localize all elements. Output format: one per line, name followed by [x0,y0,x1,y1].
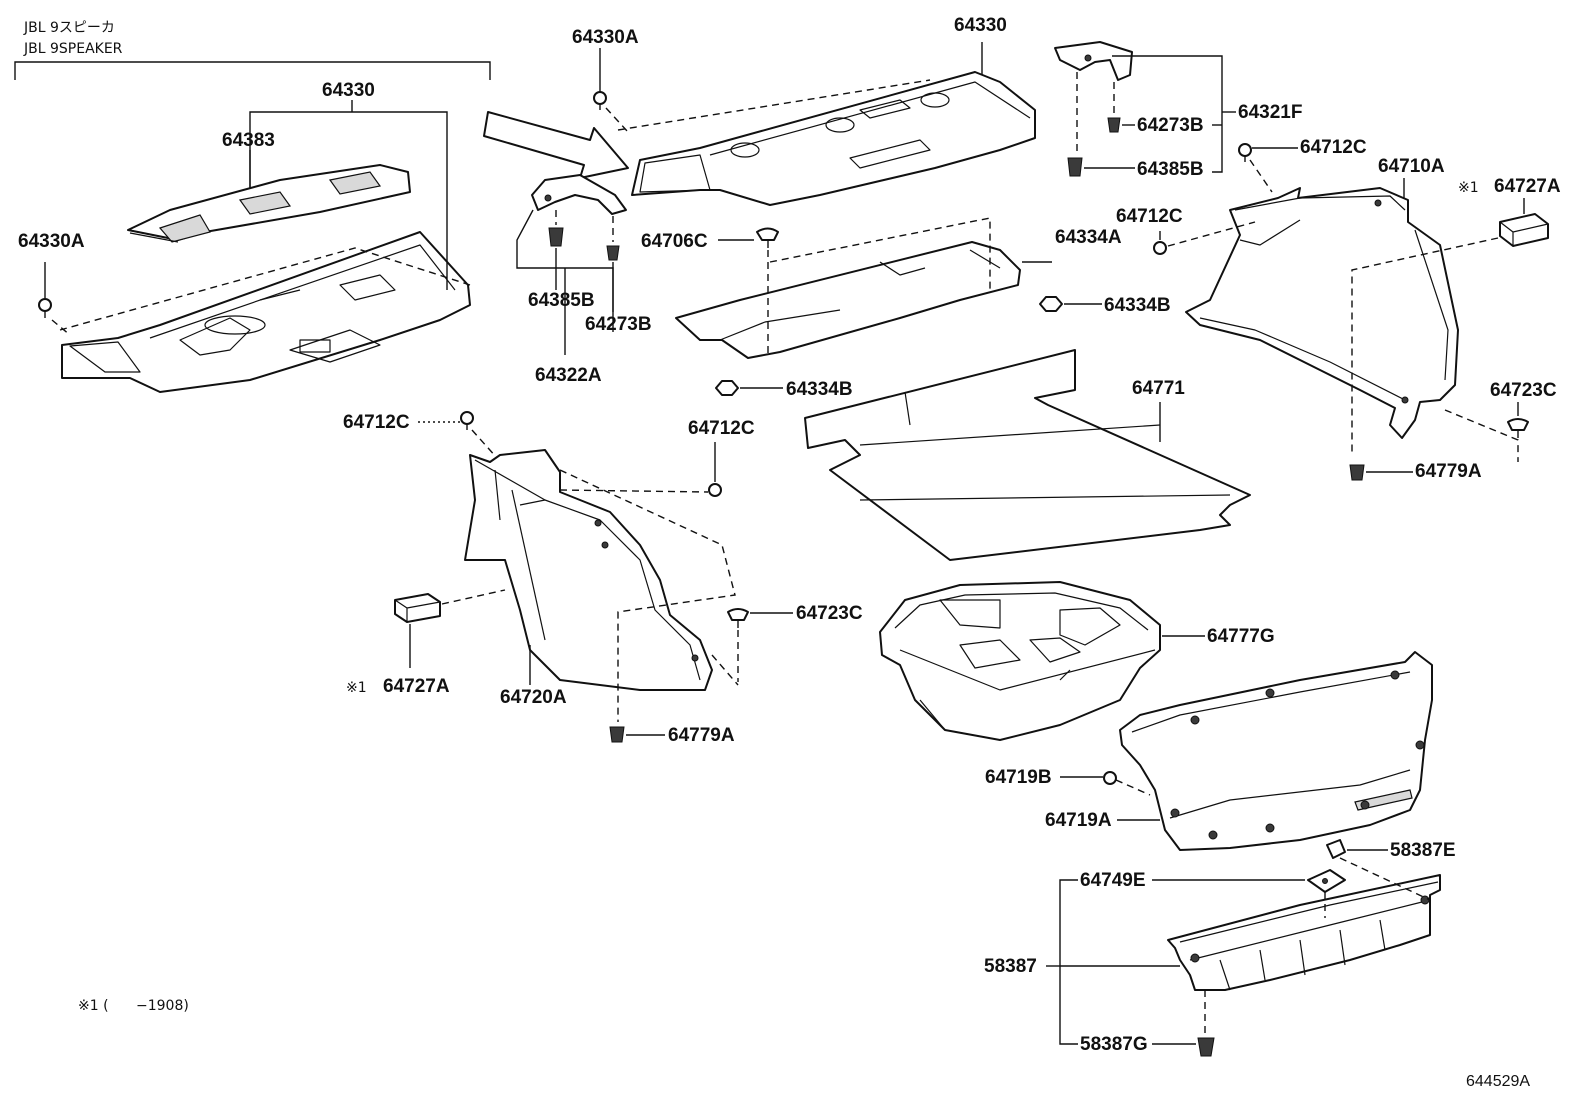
label-58387: 58387 [984,956,1037,977]
label-64385B-top: 64385B [1137,159,1204,180]
spacer-64334B-right-icon [1039,296,1063,312]
sill-plate-58387 [1167,874,1441,991]
clip-dash-top [605,107,629,133]
label-64749E: 64749E [1080,870,1146,891]
label-64273B-mid: 64273B [585,314,652,335]
label-64385B-mid: 64385B [528,290,595,311]
spacer-64334B-left-icon [715,380,739,396]
dash-left-trim [559,469,736,722]
label-64723C-mid: 64723C [796,603,863,624]
label-64330A-left: 64330A [18,231,85,252]
pad-64727A-left-icon [394,593,441,623]
label-64706C: 64706C [641,231,708,252]
dash-deck [769,217,991,290]
package-tray-jbl [61,231,471,393]
tray-dash-top [617,79,931,131]
label-64330-left: 64330 [322,80,375,101]
header-line-jp: JBL 9スピーカ [23,20,115,36]
label-64723C-right: 64723C [1490,380,1557,401]
label-64334A: 64334A [1055,227,1122,248]
label-58387G: 58387G [1080,1034,1148,1055]
pad-64727A-right-icon [1499,213,1549,247]
clip-64385B-mid-icon [548,227,564,247]
label-64712C-2: 64712C [1116,206,1183,227]
label-64779A-mid: 64779A [668,725,735,746]
label-64383: 64383 [222,130,275,151]
dash-64712C-1 [1249,159,1273,193]
label-64712C-3: 64712C [343,412,410,433]
label-64719B: 64719B [985,767,1052,788]
clip-64712C-top-right-icon [1238,143,1252,162]
clip-64712C-left-mid-icon [708,442,722,497]
label-64719A: 64719A [1045,810,1112,831]
tool-tray-64777G [879,581,1161,741]
arrow-icon [483,111,629,179]
clip-64723C-right-icon [1507,418,1529,438]
clip-64712C-right-icon [1153,231,1167,255]
dash-58387E [1339,857,1431,901]
label-64334B-right: 64334B [1104,295,1171,316]
label-64334B-left: 64334B [786,379,853,400]
side-trim-right-64710A [1185,187,1459,439]
label-64273B-top: 64273B [1137,115,1204,136]
retainer-64749E-icon [1307,869,1346,893]
clip-dash-left [51,319,71,336]
speaker-cover-64383 [127,164,411,243]
bracket-64321F [1112,55,1223,173]
dash-64723C-right [1444,409,1519,462]
label-64322A: 64322A [535,365,602,386]
header-line-en: JBL 9SPEAKER [23,41,123,57]
dash-left-trim-b [711,654,739,686]
clip-64385B-top-icon [1067,157,1083,177]
dash-64719B [1115,779,1151,796]
label-64727A-right: 64727A [1494,176,1561,197]
back-panel-64719A [1119,651,1433,851]
clip-64712C-left-top-icon [460,411,474,430]
footnote-range: −1908) [136,998,189,1014]
label-64330-top: 64330 [954,15,1007,36]
clip-64273B-mid-icon [606,245,620,261]
clip-64330A-left-icon [38,298,52,318]
label-64712C-4: 64712C [688,418,755,439]
clip-58387G-icon [1197,1037,1215,1057]
clip-64779A-mid-icon [609,726,625,743]
bracket-58387 [1059,879,1078,1045]
clip-58387E-icon [1326,839,1346,859]
diagram-id: 644529A [1466,1073,1530,1090]
footnote-mark: ※1 ( [78,998,109,1014]
label-64330A-top: 64330A [572,27,639,48]
jbl-group-bracket [14,61,491,80]
label-64779A-right: 64779A [1415,461,1482,482]
clip-64706C-icon [756,227,779,248]
label-58387E: 58387E [1390,840,1456,861]
label-64712C-1: 64712C [1300,137,1367,158]
label-64771: 64771 [1132,378,1185,399]
clip-64273B-top-icon [1107,117,1121,133]
package-tray-standard [631,71,1036,206]
label-64720A: 64720A [500,687,567,708]
dash-64712C-2 [1167,221,1256,247]
bracket-64322A [516,209,614,332]
mark-64727A-left: ※1 [346,680,367,696]
dash-64727A-left [441,589,506,605]
clip-64330A-top-icon [593,91,607,110]
deck-board-64334A [675,241,1021,359]
clip-64723C-mid-icon [727,608,749,628]
trunk-mat-64771 [804,349,1251,561]
mark-64727A-right: ※1 [1458,180,1479,196]
dash-64727A-right [1351,237,1499,455]
dash-64712C-3 [471,429,498,459]
tray-dash-left [59,247,471,331]
bracket-part-64321F [1054,41,1133,81]
clip-64779A-right-icon [1349,464,1365,481]
bracket-part-64322A [531,174,627,215]
label-64777G: 64777G [1207,626,1275,647]
label-64321F: 64321F [1238,102,1302,123]
dash-64712C-4 [559,489,709,493]
label-64710A: 64710A [1378,156,1445,177]
label-64727A-left: 64727A [383,676,450,697]
side-trim-left-64720A [464,449,713,691]
clip-64719B-icon [1103,771,1117,785]
